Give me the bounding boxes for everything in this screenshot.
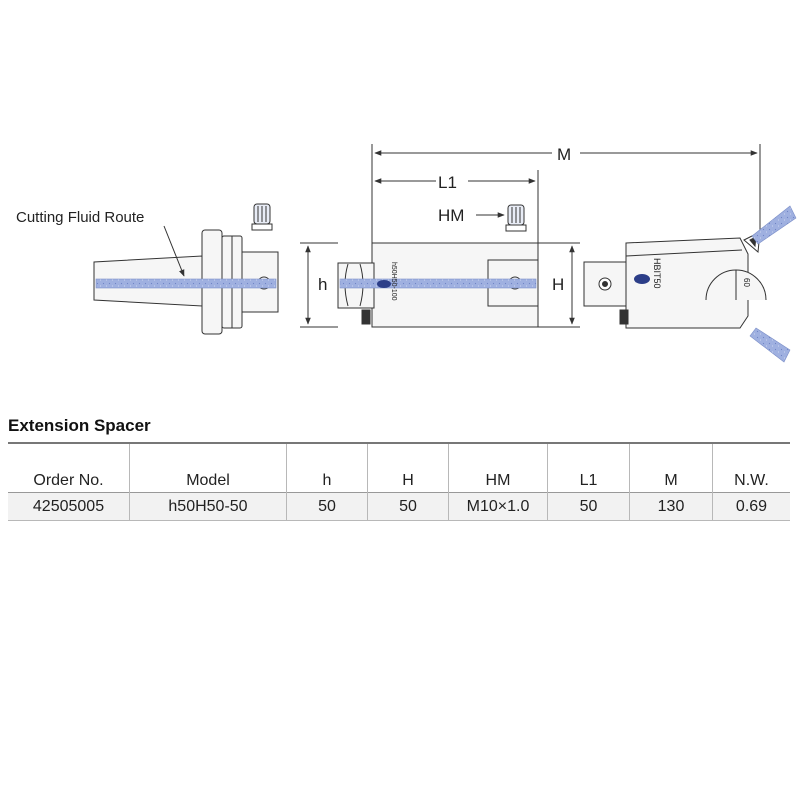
coolant-screw-icon <box>251 203 273 231</box>
dim-M-label: M <box>557 145 571 164</box>
fluid-route-left <box>95 278 277 289</box>
cutting-fluid-leader <box>163 225 185 277</box>
head-marking: HBIT50 <box>652 258 662 289</box>
cell-HM: M10×1.0 <box>448 492 548 521</box>
cell-H: 50 <box>367 492 449 521</box>
cutting-fluid-label: Cutting Fluid Route <box>16 209 144 226</box>
spec-table: Order No. Model h H HM L1 M N.W. 4250500… <box>8 442 790 521</box>
dim-L1-label: L1 <box>438 173 457 192</box>
hm-screw-icon <box>505 204 527 232</box>
fluid-route-spacer <box>339 278 537 289</box>
cell-order-no: 42505005 <box>8 492 130 521</box>
cell-M: 130 <box>629 492 713 521</box>
tool-assembly-diagram: Cutting Fluid Route h50H50-100 h H <box>16 144 797 363</box>
col-model: Model <box>129 443 287 493</box>
dimension-M <box>371 144 761 243</box>
col-order-no: Order No. <box>33 472 104 489</box>
dim-HM-label: HM <box>438 206 464 225</box>
cell-L1: 50 <box>547 492 630 521</box>
fluid-jet-lower <box>749 327 791 363</box>
table-header-row: Order No. Model h H HM L1 M N.W. <box>8 443 790 493</box>
fluid-jet-upper <box>751 205 797 245</box>
table-row: 42505005 h50H50-50 50 50 M10×1.0 50 130 … <box>8 492 790 521</box>
col-h: h <box>286 443 368 493</box>
col-nw: N.W. <box>712 443 790 493</box>
brand-logo-spacer <box>377 280 391 288</box>
spacer-marking: h50H50-100 <box>390 262 397 301</box>
head-scale: 60 <box>742 278 751 287</box>
cell-h: 50 <box>286 492 368 521</box>
section-title: Extension Spacer <box>8 416 151 435</box>
dim-h-label: h <box>318 275 327 294</box>
col-H: H <box>367 443 449 493</box>
dimension-L1 <box>374 170 539 243</box>
dim-H-label: H <box>552 275 564 294</box>
cell-nw: 0.69 <box>712 492 790 521</box>
dimension-H <box>538 242 580 328</box>
col-M: M <box>629 443 713 493</box>
brand-logo-head <box>634 274 650 284</box>
cell-model: h50H50-50 <box>129 492 287 521</box>
col-HM: HM <box>448 443 548 493</box>
col-L1: L1 <box>547 443 630 493</box>
boring-head <box>583 231 767 329</box>
dimension-h <box>300 242 338 328</box>
